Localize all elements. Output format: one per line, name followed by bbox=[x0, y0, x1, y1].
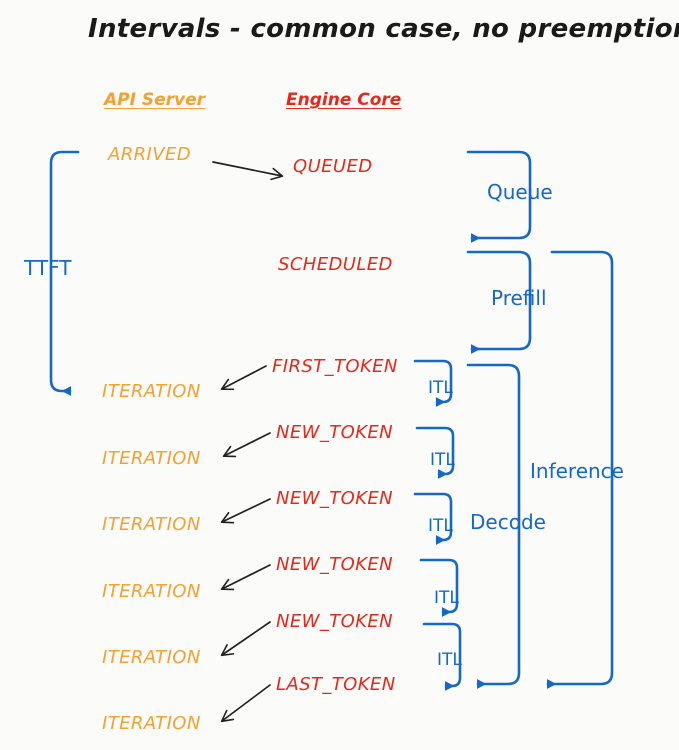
state-new-token-4: NEW_TOKEN bbox=[276, 611, 394, 632]
interval-label-ttft: TTFT bbox=[24, 256, 72, 280]
bracket-decode bbox=[466, 363, 521, 689]
page-title: Intervals - common case, no preemptions bbox=[88, 14, 679, 44]
interval-brackets bbox=[49, 150, 614, 691]
state-iteration-4: ITERATION bbox=[102, 581, 201, 602]
bracket-itl-3 bbox=[413, 492, 453, 545]
bracket-itl-1 bbox=[413, 359, 453, 407]
bracket-itl-2 bbox=[415, 426, 455, 479]
arrow-new-token-3-to-iteration-4 bbox=[220, 564, 271, 591]
interval-label-inference: Inference bbox=[530, 459, 624, 483]
state-first-token: FIRST_TOKEN bbox=[272, 356, 398, 377]
state-new-token-1: NEW_TOKEN bbox=[276, 422, 394, 443]
arrow-new-token-1-to-iteration-2 bbox=[222, 432, 271, 458]
bracket-queue bbox=[466, 150, 532, 243]
state-last-token: LAST_TOKEN bbox=[276, 674, 396, 695]
state-scheduled: SCHEDULED bbox=[278, 254, 393, 275]
state-iteration-3: ITERATION bbox=[102, 514, 201, 535]
interval-label-itl-5: ITL bbox=[437, 650, 462, 670]
arrow-last-token-to-iteration-6 bbox=[220, 684, 271, 723]
state-iteration-1: ITERATION bbox=[102, 381, 201, 402]
arrow-new-token-2-to-iteration-3 bbox=[220, 498, 271, 524]
interval-label-itl-2: ITL bbox=[430, 450, 455, 470]
arrow-arrived-to-queued bbox=[212, 161, 284, 181]
interval-label-itl-4: ITL bbox=[434, 588, 459, 608]
state-new-token-3: NEW_TOKEN bbox=[276, 554, 394, 575]
interval-label-itl-3: ITL bbox=[428, 516, 453, 536]
interval-label-itl-1: ITL bbox=[428, 378, 453, 398]
state-new-token-2: NEW_TOKEN bbox=[276, 488, 394, 509]
column-header-engine-core: Engine Core bbox=[286, 90, 402, 110]
interval-label-queue: Queue bbox=[487, 180, 553, 204]
event-arrows bbox=[212, 161, 284, 723]
bracket-itl-5 bbox=[422, 622, 462, 691]
state-arrived: ARRIVED bbox=[108, 144, 191, 165]
bracket-ttft bbox=[49, 150, 80, 396]
column-header-api-server: API Server bbox=[104, 90, 206, 110]
state-iteration-5: ITERATION bbox=[102, 647, 201, 668]
bracket-itl-4 bbox=[419, 558, 459, 617]
state-queued: QUEUED bbox=[293, 156, 373, 177]
arrow-new-token-4-to-iteration-5 bbox=[220, 621, 271, 657]
arrow-first-token-to-iteration-1 bbox=[220, 365, 267, 391]
bracket-prefill bbox=[466, 250, 532, 354]
interval-label-decode: Decode bbox=[470, 510, 546, 534]
interval-label-prefill: Prefill bbox=[491, 286, 547, 310]
state-iteration-2: ITERATION bbox=[102, 448, 201, 469]
state-iteration-6: ITERATION bbox=[102, 713, 201, 734]
bracket-inference bbox=[546, 250, 614, 689]
